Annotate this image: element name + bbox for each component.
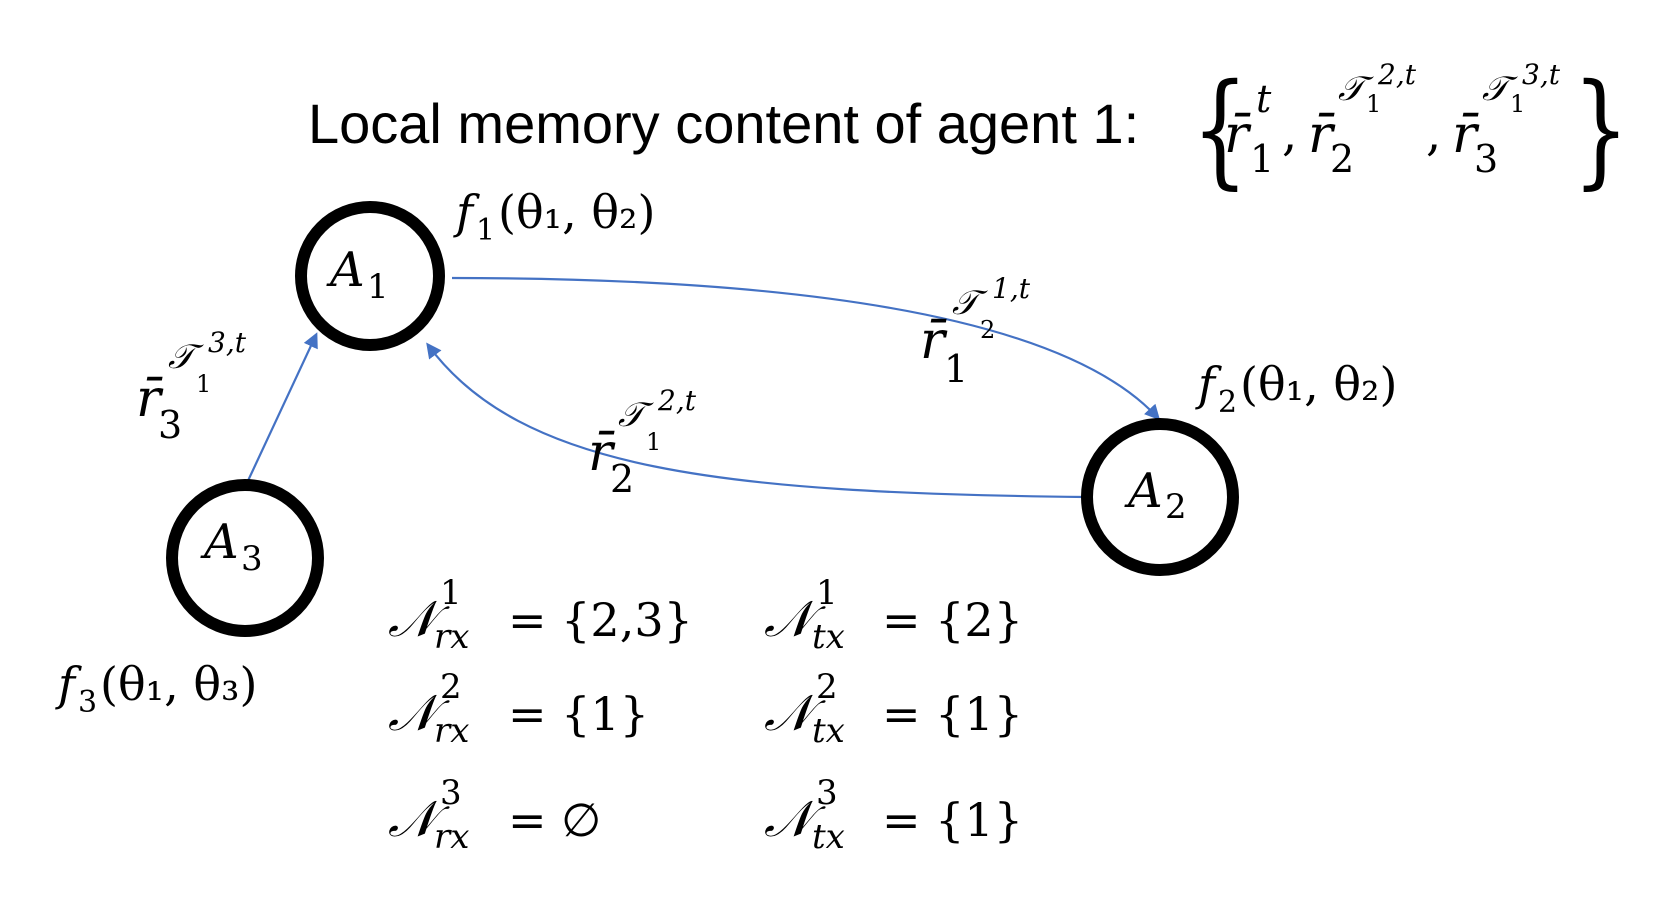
edge-label-a1-sup-sub: 2 bbox=[980, 316, 995, 344]
neighbor-tx-3-value: = {1} bbox=[882, 793, 1023, 847]
neighbor-tx-3-sup: 3 bbox=[816, 773, 838, 813]
edge-label-a1-base: r̄ bbox=[920, 311, 948, 371]
neighbor-tx-1-value: = {2} bbox=[882, 593, 1023, 647]
neighbor-tx-3: 𝒩 3 tx = {1} bbox=[764, 773, 1023, 857]
neighbor-tx-2: 𝒩 2 tx = {1} bbox=[764, 667, 1023, 751]
neighbor-sets: 𝒩 1 rx = {2,3} 𝒩 2 rx = {1} 𝒩 3 rx = ∅ 𝒩… bbox=[388, 573, 1023, 857]
agent-a1-sub: 1 bbox=[367, 267, 389, 307]
neighbor-rx-2-sub: rx bbox=[434, 711, 469, 751]
neighbor-tx-1: 𝒩 1 tx = {2} bbox=[764, 573, 1023, 657]
neighbor-tx-2-sub: tx bbox=[812, 711, 845, 751]
memory-label: Local memory content of agent 1: bbox=[308, 92, 1139, 155]
edge-label-a1-sub: 1 bbox=[944, 347, 968, 391]
memory-item-3-base: r̄ bbox=[1452, 105, 1480, 165]
edge-label-a3-sub: 3 bbox=[158, 403, 182, 447]
func-a3-sub: 3 bbox=[78, 685, 97, 720]
memory-item-1-sup: t bbox=[1256, 77, 1272, 121]
neighbor-rx-1-sub: rx bbox=[434, 617, 469, 657]
agent-a3-letter: A bbox=[200, 514, 239, 570]
edge-label-a3-sup-sub: 1 bbox=[196, 370, 211, 398]
agent-a3-sub: 3 bbox=[241, 539, 263, 579]
agent-a2-letter: A bbox=[1124, 463, 1163, 519]
neighbor-tx-2-value: = {1} bbox=[882, 687, 1023, 741]
memory-content: Local memory content of agent 1: { r̄ 1 … bbox=[308, 58, 1629, 202]
edge-label-a2-sup-sub: 1 bbox=[646, 428, 661, 456]
neighbor-rx-3-sub: rx bbox=[434, 817, 469, 857]
neighbor-rx-3: 𝒩 3 rx = ∅ bbox=[388, 773, 601, 857]
agent-a2-sub: 2 bbox=[1165, 487, 1187, 527]
agent-node-a3: A 3 bbox=[166, 479, 324, 637]
neighbor-rx-2-sup: 2 bbox=[440, 667, 462, 707]
memory-item-2-base: r̄ bbox=[1308, 105, 1336, 165]
neighbor-rx-1-sup: 1 bbox=[440, 573, 462, 613]
edge-a3-to-a1 bbox=[245, 332, 318, 486]
edge-label-a2-sup-sup: 2,t bbox=[657, 384, 697, 417]
agent-a3-circle bbox=[166, 479, 324, 637]
func-a3-args: (θ₁, θ₃) bbox=[100, 657, 257, 711]
memory-item-3-sub: 3 bbox=[1474, 137, 1498, 181]
func-a2-args: (θ₁, θ₂) bbox=[1240, 357, 1397, 411]
memory-item-2-sup-sub: 1 bbox=[1366, 90, 1381, 118]
agent-node-a1: A 1 bbox=[295, 201, 445, 351]
agent-a1-letter: A bbox=[326, 242, 365, 298]
edge-label-a3-a1: r̄ 3 𝒯 1 3,t bbox=[136, 326, 247, 447]
neighbor-rx-3-value: = ∅ bbox=[508, 793, 601, 847]
neighbor-rx-2: 𝒩 2 rx = {1} bbox=[388, 667, 649, 751]
neighbor-rx-1: 𝒩 1 rx = {2,3} bbox=[388, 573, 693, 657]
edge-label-a3-base: r̄ bbox=[136, 369, 164, 429]
func-a1-sub: 1 bbox=[476, 213, 495, 248]
edge-label-a3-sup-sup: 3,t bbox=[208, 326, 247, 359]
memory-separator-2: , bbox=[1426, 106, 1441, 162]
edge-label-a1-a2: r̄ 1 𝒯 2 1,t bbox=[920, 272, 1031, 391]
memory-item-2-sup-sup: 2,t bbox=[1377, 58, 1417, 91]
memory-item-3-sup-sup: 3,t bbox=[1522, 58, 1561, 91]
func-label-a3: f 3 (θ₁, θ₃) bbox=[55, 657, 257, 720]
edge-a2-to-a1 bbox=[426, 342, 1086, 499]
memory-brace-open: { bbox=[1192, 58, 1249, 201]
memory-separator-1: , bbox=[1282, 106, 1297, 162]
neighbor-tx-2-sup: 2 bbox=[816, 667, 838, 707]
memory-item-2: r̄ 2 𝒯 1 2,t bbox=[1308, 58, 1417, 181]
edge-label-a1-sup-sup: 1,t bbox=[992, 272, 1031, 305]
edge-a1-to-a2 bbox=[451, 276, 1161, 421]
memory-item-2-sub: 2 bbox=[1330, 137, 1354, 181]
memory-item-1-base: r̄ bbox=[1224, 105, 1252, 165]
memory-item-1: r̄ 1 t bbox=[1224, 77, 1274, 181]
neighbor-rx-2-value: = {1} bbox=[508, 687, 649, 741]
func-label-a2: f 2 (θ₁, θ₂) bbox=[1195, 357, 1397, 420]
func-label-a1: f 1 (θ₁, θ₂) bbox=[453, 185, 655, 248]
memory-item-3-sup-sub: 1 bbox=[1510, 90, 1525, 118]
agent-a2-circle bbox=[1081, 418, 1239, 576]
edge-label-a2-base: r̄ bbox=[588, 423, 616, 483]
agent-a1-circle bbox=[295, 201, 445, 351]
neighbor-rx-1-value: = {2,3} bbox=[508, 593, 693, 647]
neighbor-tx-3-sub: tx bbox=[812, 817, 845, 857]
neighbor-rx-3-sup: 3 bbox=[440, 773, 462, 813]
memory-item-1-sub: 1 bbox=[1250, 137, 1274, 181]
func-a2-sub: 2 bbox=[1218, 385, 1237, 420]
memory-item-3: r̄ 3 𝒯 1 3,t bbox=[1452, 58, 1561, 181]
edge-label-a2-a1: r̄ 2 𝒯 1 2,t bbox=[588, 384, 697, 501]
neighbor-tx-1-sup: 1 bbox=[816, 573, 838, 613]
func-a1-args: (θ₁, θ₂) bbox=[498, 185, 655, 239]
neighbor-tx-1-sub: tx bbox=[812, 617, 845, 657]
agent-node-a2: A 2 bbox=[1081, 418, 1239, 576]
memory-brace-close: } bbox=[1572, 58, 1629, 201]
edge-label-a2-sub: 2 bbox=[610, 457, 634, 501]
